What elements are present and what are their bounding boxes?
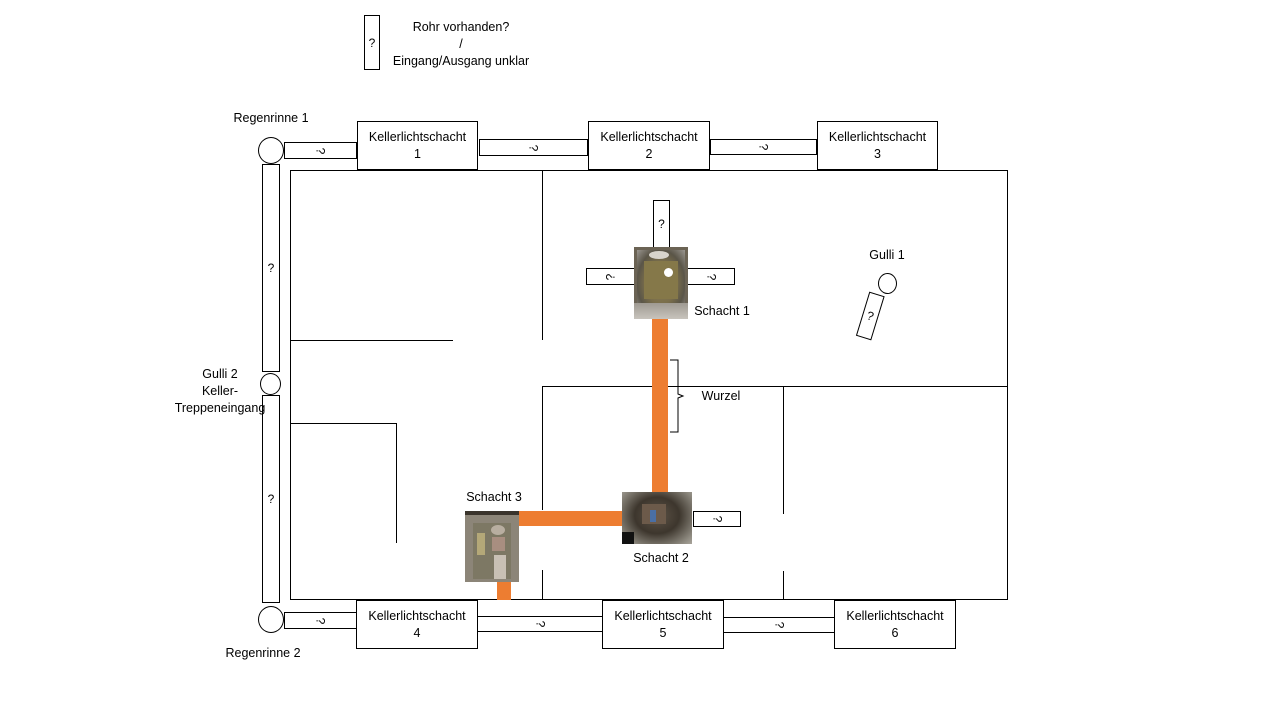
gulli-2-label-line: Treppeneingang	[174, 401, 266, 415]
schacht-3-label: Schacht 3	[466, 490, 522, 504]
question-mark: ?	[267, 261, 275, 275]
regenrinne-1-label: Regenrinne 1	[233, 111, 309, 125]
lightwell-3[interactable]: Kellerlichtschacht 3	[817, 121, 938, 170]
gulli-1-label: Gulli 1	[869, 248, 905, 262]
question-mark: ?	[772, 621, 786, 629]
lightwell-label: Kellerlichtschacht	[614, 608, 712, 623]
legend-question-mark: ?	[368, 35, 376, 50]
unknown-pipe[interactable]: ?	[479, 139, 588, 156]
known-pipe-schacht1-schacht2[interactable]	[652, 318, 668, 493]
lightwell-4[interactable]: Kellerlichtschacht 4	[356, 600, 478, 649]
regenrinne-1-downpipe[interactable]	[258, 137, 284, 164]
wall	[290, 340, 453, 341]
legend-unknown-pipe-symbol: ?	[364, 15, 380, 70]
wall	[542, 386, 1008, 387]
question-mark: ?	[313, 147, 328, 154]
schacht-2-label: Schacht 2	[633, 551, 689, 565]
unknown-pipe[interactable]: ?	[284, 612, 357, 629]
wall	[783, 386, 784, 514]
legend-line-3: Eingang/Ausgang unklar	[392, 54, 530, 68]
lightwell-label: Kellerlichtschacht	[368, 129, 467, 144]
question-mark: ?	[658, 217, 665, 231]
regenrinne-2-downpipe[interactable]	[258, 606, 284, 633]
schacht-1-photo[interactable]	[634, 247, 688, 319]
gulli-2-drain[interactable]	[260, 373, 281, 395]
legend-line-1: Rohr vorhanden?	[412, 20, 510, 34]
lightwell-label: Kellerlichtschacht	[846, 608, 944, 623]
question-mark: ?	[704, 273, 718, 280]
unknown-pipe-vertical[interactable]: ?	[262, 164, 280, 372]
wurzel-bracket-icon	[670, 359, 685, 433]
question-mark: ?	[533, 620, 547, 628]
gulli-2-label: Gulli 2 Keller- Treppeneingang	[160, 366, 280, 417]
schacht-3-photo[interactable]	[465, 511, 519, 582]
lightwell-number: 4	[413, 625, 421, 640]
question-mark: ?	[865, 308, 876, 324]
regenrinne-2-label: Regenrinne 2	[225, 646, 301, 660]
lightwell-label: Kellerlichtschacht	[600, 129, 698, 144]
lightwell-number: 3	[874, 146, 881, 161]
gulli-2-label-line: Gulli 2	[202, 367, 238, 381]
lightwell-1[interactable]: Kellerlichtschacht 1	[357, 121, 478, 170]
known-pipe-schacht2-schacht3[interactable]	[518, 511, 623, 526]
lightwell-number: 6	[891, 625, 899, 640]
schacht-2-photo[interactable]	[622, 492, 692, 544]
unknown-pipe-vertical[interactable]: ?	[262, 395, 280, 603]
question-mark: ?	[756, 143, 771, 151]
unknown-pipe[interactable]: ?	[723, 617, 835, 633]
schacht-1-label: Schacht 1	[694, 304, 750, 318]
wall	[542, 386, 543, 510]
building-outline	[290, 170, 1008, 600]
gulli-1-drain[interactable]	[878, 273, 897, 294]
unknown-pipe-schacht2-right[interactable]: ?	[693, 511, 741, 527]
wall	[783, 571, 784, 600]
unknown-pipe[interactable]: ?	[284, 142, 357, 159]
gulli-2-label-line: Keller-	[201, 384, 239, 398]
legend-line-2: /	[459, 37, 463, 51]
unknown-pipe[interactable]: ?	[477, 616, 603, 632]
question-mark: ?	[267, 492, 275, 506]
lightwell-label: Kellerlichtschacht	[368, 608, 466, 623]
known-pipe-schacht3-out[interactable]	[497, 581, 511, 600]
legend-text: Rohr vorhanden? / Eingang/Ausgang unklar	[380, 19, 542, 70]
lightwell-number: 1	[414, 146, 421, 161]
unknown-pipe[interactable]: ?	[710, 139, 817, 155]
lightwell-2[interactable]: Kellerlichtschacht 2	[588, 121, 710, 170]
lightwell-5[interactable]: Kellerlichtschacht 5	[602, 600, 724, 649]
wall	[290, 423, 396, 424]
lightwell-number: 5	[659, 625, 667, 640]
question-mark: ?	[603, 273, 618, 280]
question-mark: ?	[313, 617, 328, 624]
unknown-pipe-schacht1-top[interactable]: ?	[653, 200, 670, 248]
lightwell-number: 2	[645, 146, 653, 161]
question-mark: ?	[710, 515, 724, 523]
unknown-pipe-schacht1-right[interactable]: ?	[687, 268, 735, 285]
lightwell-label: Kellerlichtschacht	[828, 129, 927, 144]
wall	[396, 423, 397, 543]
wall	[542, 170, 543, 340]
wall	[542, 570, 543, 600]
wurzel-label: Wurzel	[701, 389, 741, 403]
lightwell-6[interactable]: Kellerlichtschacht 6	[834, 600, 956, 649]
question-mark: ?	[526, 144, 541, 151]
unknown-pipe-schacht1-left[interactable]: ?	[586, 268, 635, 285]
